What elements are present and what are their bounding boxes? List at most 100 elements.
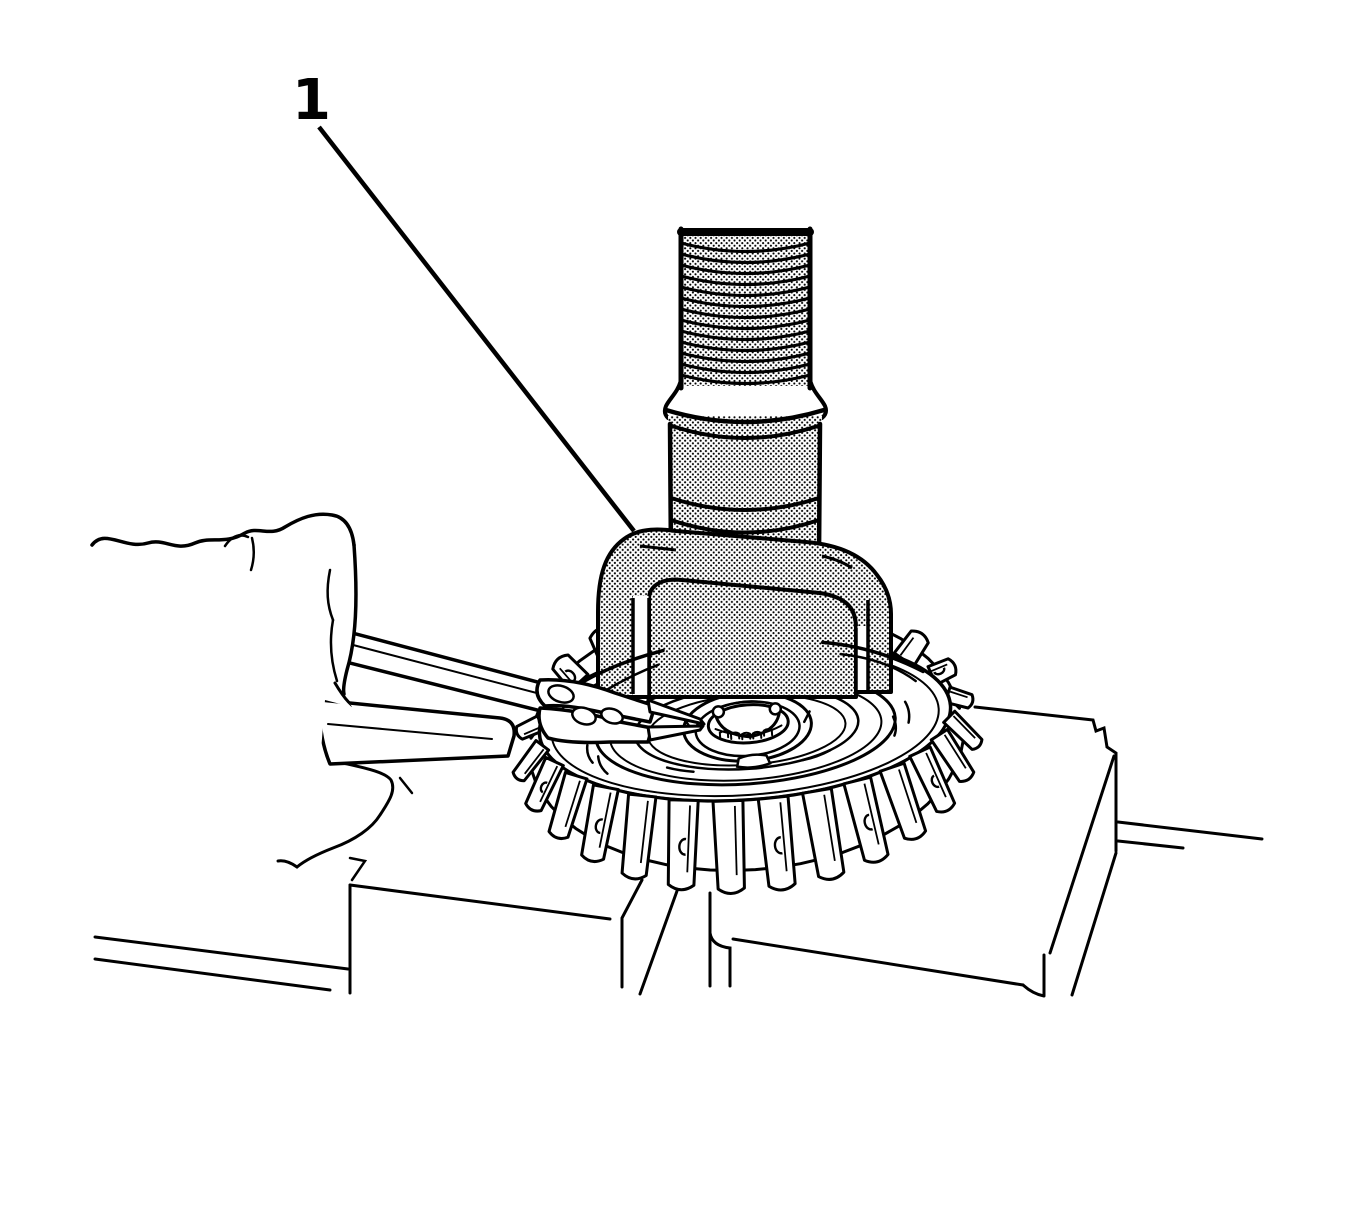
technician-hand-front	[90, 512, 358, 696]
drum-tooth	[514, 714, 546, 741]
tooth-edge-line	[564, 780, 581, 828]
tooth-slot	[564, 669, 577, 682]
block-top-edge-right	[731, 937, 1025, 987]
tooth-edge-line	[949, 690, 968, 699]
sleeve-ring-lower	[669, 518, 821, 535]
thread-line	[679, 296, 812, 309]
block-corner-notch	[1021, 953, 1046, 998]
drum-tooth	[511, 739, 551, 783]
thread-line	[679, 307, 812, 320]
hand-finger-line-2	[329, 618, 339, 683]
callout-1: 1	[292, 68, 636, 533]
bridge-plate-crease-right	[821, 554, 853, 570]
thread-line	[679, 263, 812, 276]
tooth-edge-line	[925, 752, 947, 798]
sleeve-ring-upper	[669, 496, 821, 512]
thread-line	[679, 351, 812, 364]
hand-palm-contour	[276, 761, 395, 869]
tooth-edge-line	[639, 800, 649, 864]
tooth-edge-line	[898, 769, 918, 824]
pedestal-diagonal	[638, 889, 679, 996]
hand-finger-line-3	[249, 536, 255, 572]
drum-tooth	[942, 709, 984, 751]
bridge-left-leg-lines	[631, 598, 651, 695]
sleeve-lip-upper	[663, 407, 827, 425]
bench-edge-right-lower	[1116, 839, 1185, 850]
callout-label: 1	[292, 68, 331, 133]
tooth-edge-line	[524, 748, 545, 775]
hand-finger-contour	[90, 512, 356, 548]
tooth-edge-line	[686, 805, 691, 873]
technician-hand	[90, 514, 414, 882]
snap-ring-ear-left	[711, 705, 726, 719]
drum-tooth	[756, 794, 797, 892]
pliers-pivot-hole-2	[571, 706, 597, 726]
thread-line	[679, 340, 812, 353]
hand-finger-line-1	[326, 568, 335, 622]
bridge-right-leg-lines	[854, 600, 870, 690]
tooth-slot	[539, 781, 548, 794]
face-front-tab	[735, 753, 772, 769]
bore-splines	[718, 728, 774, 741]
rod-flare-left	[662, 378, 683, 420]
tooth-edge-line	[931, 663, 948, 672]
thread-line	[679, 241, 812, 254]
drum-tooth	[620, 792, 658, 881]
drum-tooth	[524, 755, 565, 813]
tooth-slot	[678, 837, 687, 856]
pliers-upper-tip	[646, 698, 706, 726]
snap-ring-ear-right	[768, 702, 783, 716]
thread-line	[679, 329, 812, 342]
rear-slab-right-face-2	[1070, 851, 1118, 997]
tooth-slot	[930, 774, 940, 789]
drum-teeth-front	[511, 709, 984, 895]
snap-ring-top-arc	[723, 700, 770, 708]
pliers-pivot-hole-3	[600, 707, 624, 725]
face-dash-marks	[585, 700, 911, 775]
sleeve-right-edge	[816, 421, 823, 559]
bench-edge-right-upper	[1116, 820, 1264, 841]
pliers-lower-handle-line	[327, 723, 493, 740]
rim-overlay-left-1	[578, 648, 665, 686]
pliers-upper-handle-line	[333, 639, 553, 698]
drum-rim-overlay	[578, 640, 925, 697]
drum-tooth	[878, 761, 928, 841]
tooth-edge-line	[598, 792, 612, 848]
pedestal-cup	[708, 931, 732, 988]
tooth-edge-line	[823, 794, 836, 862]
thread-line	[679, 274, 812, 287]
rim-overlay-right-2	[839, 652, 917, 683]
tooth-slot	[594, 818, 604, 835]
hand-pinky-tip	[348, 856, 368, 882]
bridge-silhouette	[596, 527, 893, 699]
bench-edge-left-lower	[93, 957, 332, 992]
tooth-edge-line	[952, 715, 976, 739]
drum-tooth	[666, 798, 700, 892]
threaded-press-rod	[662, 226, 828, 420]
thread-line	[679, 252, 812, 265]
drum-tooth	[929, 727, 976, 783]
rear-slab-outline	[973, 705, 1118, 853]
pedestal-left	[620, 878, 644, 989]
rear-slab-right-face-1	[1048, 754, 1116, 955]
bridge-left-leg-highlight	[633, 596, 649, 695]
pliers-pivot-hole-1	[547, 684, 575, 704]
snap-ring-pliers	[318, 624, 706, 766]
bench-edge-left-upper	[93, 935, 350, 971]
block-top-edge-left	[348, 883, 612, 921]
callout-leader-line	[317, 125, 636, 533]
thread-line	[679, 373, 812, 386]
hand-knuckle-line	[223, 534, 250, 548]
thread-line	[679, 318, 812, 331]
tooth-edge-line	[779, 802, 788, 872]
pliers-lower-tip	[646, 724, 705, 742]
rim-overlay-right-1	[821, 640, 925, 674]
sleeve-lip-lower	[670, 424, 820, 440]
tooth-slot	[933, 667, 946, 676]
tooth-slot	[863, 813, 874, 831]
tooth-slot	[773, 836, 783, 855]
rod-threads	[679, 241, 812, 386]
tooth-edge-line	[943, 734, 967, 769]
tooth-edge-line	[733, 805, 738, 876]
